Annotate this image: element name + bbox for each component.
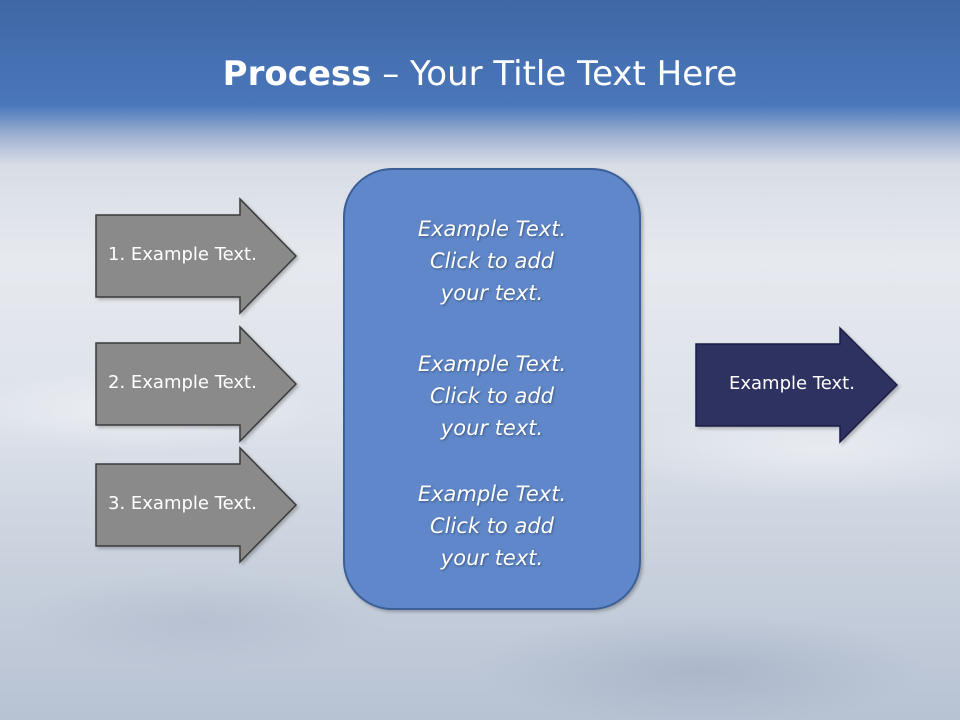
input-arrow-2-label: 2. Example Text. xyxy=(108,372,257,393)
title-dash: – xyxy=(371,54,411,94)
block-line: your text. xyxy=(440,416,544,440)
slide-title[interactable]: Process – Your Title Text Here xyxy=(0,52,960,96)
block-line: your text. xyxy=(440,281,544,305)
center-text-area: Example Text. Click to add your text. Ex… xyxy=(344,169,640,609)
block-line: Example Text. xyxy=(417,217,567,241)
center-text-block-3[interactable]: Example Text. Click to add your text. xyxy=(344,478,640,574)
center-process-box[interactable] xyxy=(343,168,641,610)
center-text-block-2[interactable]: Example Text. Click to add your text. xyxy=(344,348,640,444)
block-line: Example Text. xyxy=(417,352,567,376)
block-line: Click to add xyxy=(429,249,554,273)
title-text-part: Your Title Text Here xyxy=(410,54,738,94)
output-arrow-label: Example Text. xyxy=(729,373,855,394)
center-text-block-1[interactable]: Example Text. Click to add your text. xyxy=(344,213,640,309)
title-bold-part: Process xyxy=(222,54,372,94)
input-arrow-3[interactable] xyxy=(95,446,298,564)
block-line: Click to add xyxy=(429,514,554,538)
block-line: Click to add xyxy=(429,384,554,408)
input-arrow-2[interactable] xyxy=(95,325,298,443)
input-arrow-1-label: 1. Example Text. xyxy=(108,244,257,265)
input-arrow-3-label: 3. Example Text. xyxy=(108,493,257,514)
output-arrow[interactable] xyxy=(695,326,899,444)
block-line: your text. xyxy=(440,546,544,570)
block-line: Example Text. xyxy=(417,482,567,506)
input-arrow-1[interactable] xyxy=(95,197,298,315)
